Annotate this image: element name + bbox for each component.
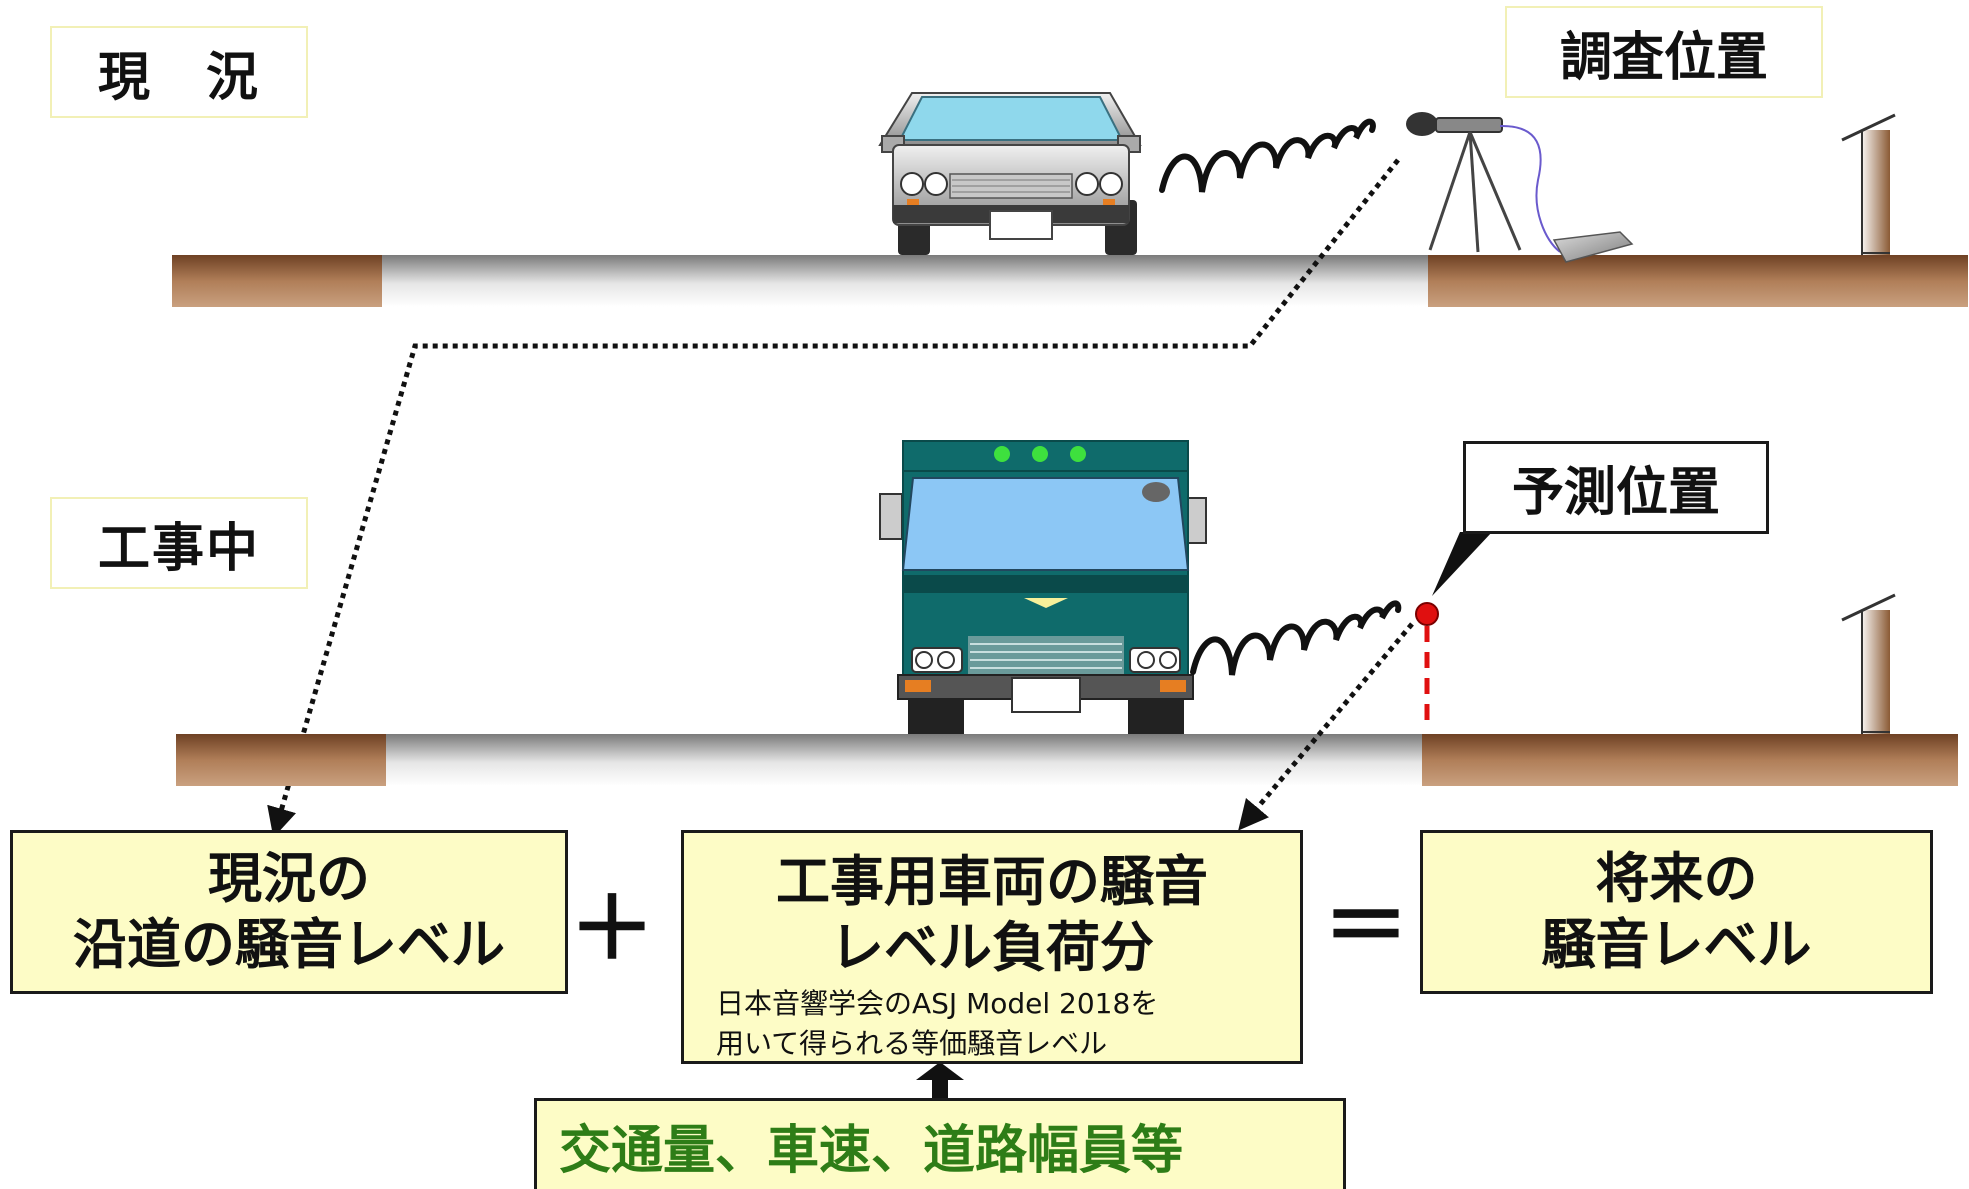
construction-truck bbox=[879, 440, 1207, 734]
prediction-point bbox=[1415, 602, 1439, 730]
sound-level-meter bbox=[1406, 112, 1634, 263]
construction-road bbox=[176, 734, 1958, 786]
roadside-post-bottom bbox=[1841, 593, 1896, 734]
future-noise-box: 将来の 騒音レベル bbox=[1420, 830, 1933, 994]
sound-wave-top bbox=[1159, 118, 1376, 193]
road-surface bbox=[386, 734, 1422, 786]
model-note-line2: 用いて得られる等価騒音レベル bbox=[716, 1027, 1108, 1060]
soil-right bbox=[1428, 255, 1968, 307]
soil-left bbox=[176, 734, 386, 786]
passenger-car bbox=[878, 92, 1142, 255]
vehicle-noise-box: 工事用車両の騒音 レベル負荷分 bbox=[681, 830, 1303, 1064]
future-noise-line2: 騒音レベル bbox=[1541, 913, 1812, 976]
phase-label-current: 現 況 bbox=[50, 26, 308, 118]
future-noise-line1: 将来の bbox=[1595, 847, 1758, 910]
phase-label-construction: 工事中 bbox=[50, 497, 308, 589]
current-road bbox=[172, 255, 1968, 307]
current-noise-line1: 現況の bbox=[208, 847, 370, 910]
road-surface bbox=[382, 255, 1428, 307]
input-parameters-box: 交通量、車速、道路幅員等 bbox=[534, 1098, 1346, 1189]
equals-operator: ＝ bbox=[1323, 876, 1409, 977]
input-arrow bbox=[916, 1062, 964, 1098]
vehicle-noise-line2: レベル負荷分 bbox=[830, 916, 1154, 979]
model-note-line1: 日本音響学会のASJ Model 2018を bbox=[716, 987, 1159, 1020]
connector-prediction-to-vehicle bbox=[1238, 622, 1414, 831]
plus-operator: ＋ bbox=[569, 878, 655, 979]
roadside-post-top bbox=[1841, 113, 1896, 255]
soil-left bbox=[172, 255, 382, 307]
sound-wave-bottom bbox=[1190, 600, 1402, 676]
prediction-callout-pointer bbox=[1432, 532, 1492, 596]
current-noise-box: 現況の 沿道の騒音レベル bbox=[10, 830, 568, 994]
soil-right bbox=[1422, 734, 1958, 786]
survey-point-label: 調査位置 bbox=[1505, 6, 1823, 98]
current-noise-line2: 沿道の騒音レベル bbox=[73, 913, 505, 976]
prediction-point-label: 予測位置 bbox=[1463, 441, 1769, 534]
vehicle-noise-line1: 工事用車両の騒音 bbox=[776, 850, 1208, 913]
